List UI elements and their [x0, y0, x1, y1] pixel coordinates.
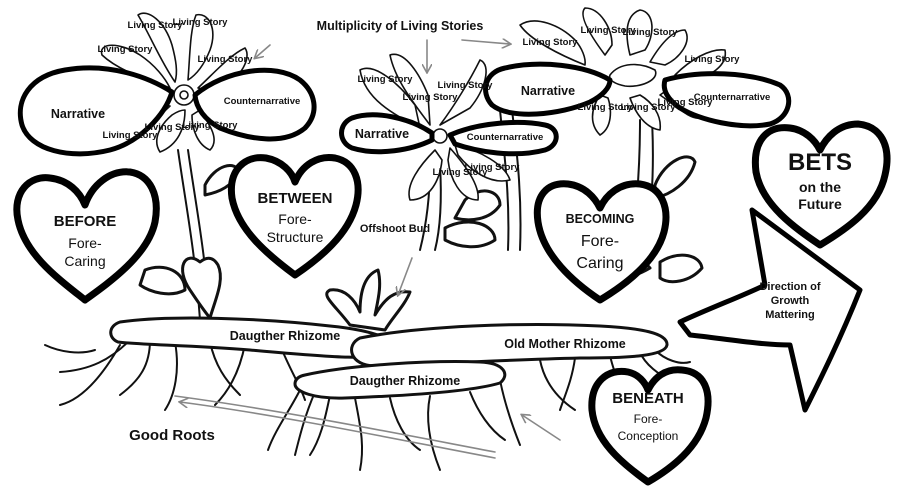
living-story-label: Living Story	[465, 162, 521, 173]
heart-becoming-title: BECOMING	[566, 212, 635, 226]
daughter-rhizome-label: Daugther Rhizome	[350, 374, 460, 388]
left-counternarrative-leaf	[192, 67, 317, 142]
narrative-label: Narrative	[521, 84, 575, 98]
heart-bets-title: BETS	[788, 149, 852, 176]
heart-before-sub-1: Fore-	[68, 235, 102, 251]
heart-bets-sub-1: on the	[799, 179, 841, 195]
living-story-label: Living Story	[103, 130, 159, 141]
diagram-title: Multiplicity of Living Stories	[317, 19, 484, 33]
heart-beneath-sub-2: Conception	[618, 429, 679, 443]
living-story-label: Living Story	[623, 27, 679, 38]
middle-narrative-leaf	[339, 112, 435, 155]
counternarrative-label: Counternarrative	[467, 132, 544, 143]
heart-beneath-sub-1: Fore-	[634, 412, 663, 426]
living-story-label: Living Story	[523, 37, 579, 48]
heart-before-title: BEFORE	[54, 213, 117, 230]
heart-between-sub-2: Structure	[267, 229, 324, 245]
daughter-rhizome-label: Daugther Rhizome	[230, 329, 340, 343]
heart-bets-sub-2: Future	[798, 196, 842, 212]
living-story-label: Living Story	[621, 102, 677, 113]
heart-becoming-sub-2: Caring	[576, 255, 623, 272]
living-story-label: Living Story	[128, 20, 184, 31]
heart-before	[13, 168, 160, 304]
living-story-label: Living Story	[403, 92, 459, 103]
living-story-label: Living Story	[438, 80, 494, 91]
living-story-label: Living Story	[358, 74, 414, 85]
heart-becoming	[533, 180, 670, 304]
direction-arrow	[677, 207, 863, 413]
narrative-label: Narrative	[51, 107, 105, 121]
middle-flower	[359, 53, 511, 201]
heart-beneath	[588, 366, 712, 486]
heart-before-sub-2: Caring	[64, 253, 105, 269]
living-story-label: Living Story	[578, 102, 634, 113]
direction-line-2: Growth	[771, 295, 810, 307]
grey-arrows	[174, 40, 561, 459]
direction-line-3: Mattering	[765, 309, 815, 321]
right-counternarrative-leaf	[661, 71, 792, 129]
living-story-label: Living Story	[198, 54, 254, 65]
heart-becoming-sub-1: Fore-	[581, 233, 619, 250]
heart-between	[227, 153, 362, 279]
heart-bets	[751, 120, 891, 249]
heart-between-sub-1: Fore-	[278, 211, 312, 227]
heart-between-title: BETWEEN	[258, 190, 333, 207]
counternarrative-label: Counternarrative	[694, 92, 771, 103]
old-mother-rhizome-label: Old Mother Rhizome	[504, 337, 626, 351]
living-story-label: Living Story	[658, 97, 714, 108]
living-story-label: Living Story	[173, 17, 229, 28]
direction-line-1: Direction of	[759, 281, 820, 293]
daughter-rhizome-lower	[293, 360, 507, 400]
narrative-label: Narrative	[355, 127, 409, 141]
living-story-label: Living Story	[183, 120, 239, 131]
middle-counternarrative-leaf	[447, 119, 559, 157]
living-story-label: Living Story	[98, 44, 154, 55]
heart-beneath-title: BENEATH	[612, 390, 683, 407]
living-story-label: Living Story	[433, 167, 489, 178]
offshoot-bud-label: Offshoot Bud	[360, 223, 430, 235]
living-story-label: Living Story	[581, 25, 637, 36]
left-narrative-leaf	[17, 65, 175, 157]
living-story-label: Living Story	[145, 122, 201, 133]
right-narrative-leaf	[483, 61, 613, 117]
living-story-label: Living Story	[685, 54, 741, 65]
offshoot-bud	[325, 268, 412, 332]
counternarrative-label: Counternarrative	[224, 96, 301, 107]
good-roots-label: Good Roots	[129, 427, 215, 444]
